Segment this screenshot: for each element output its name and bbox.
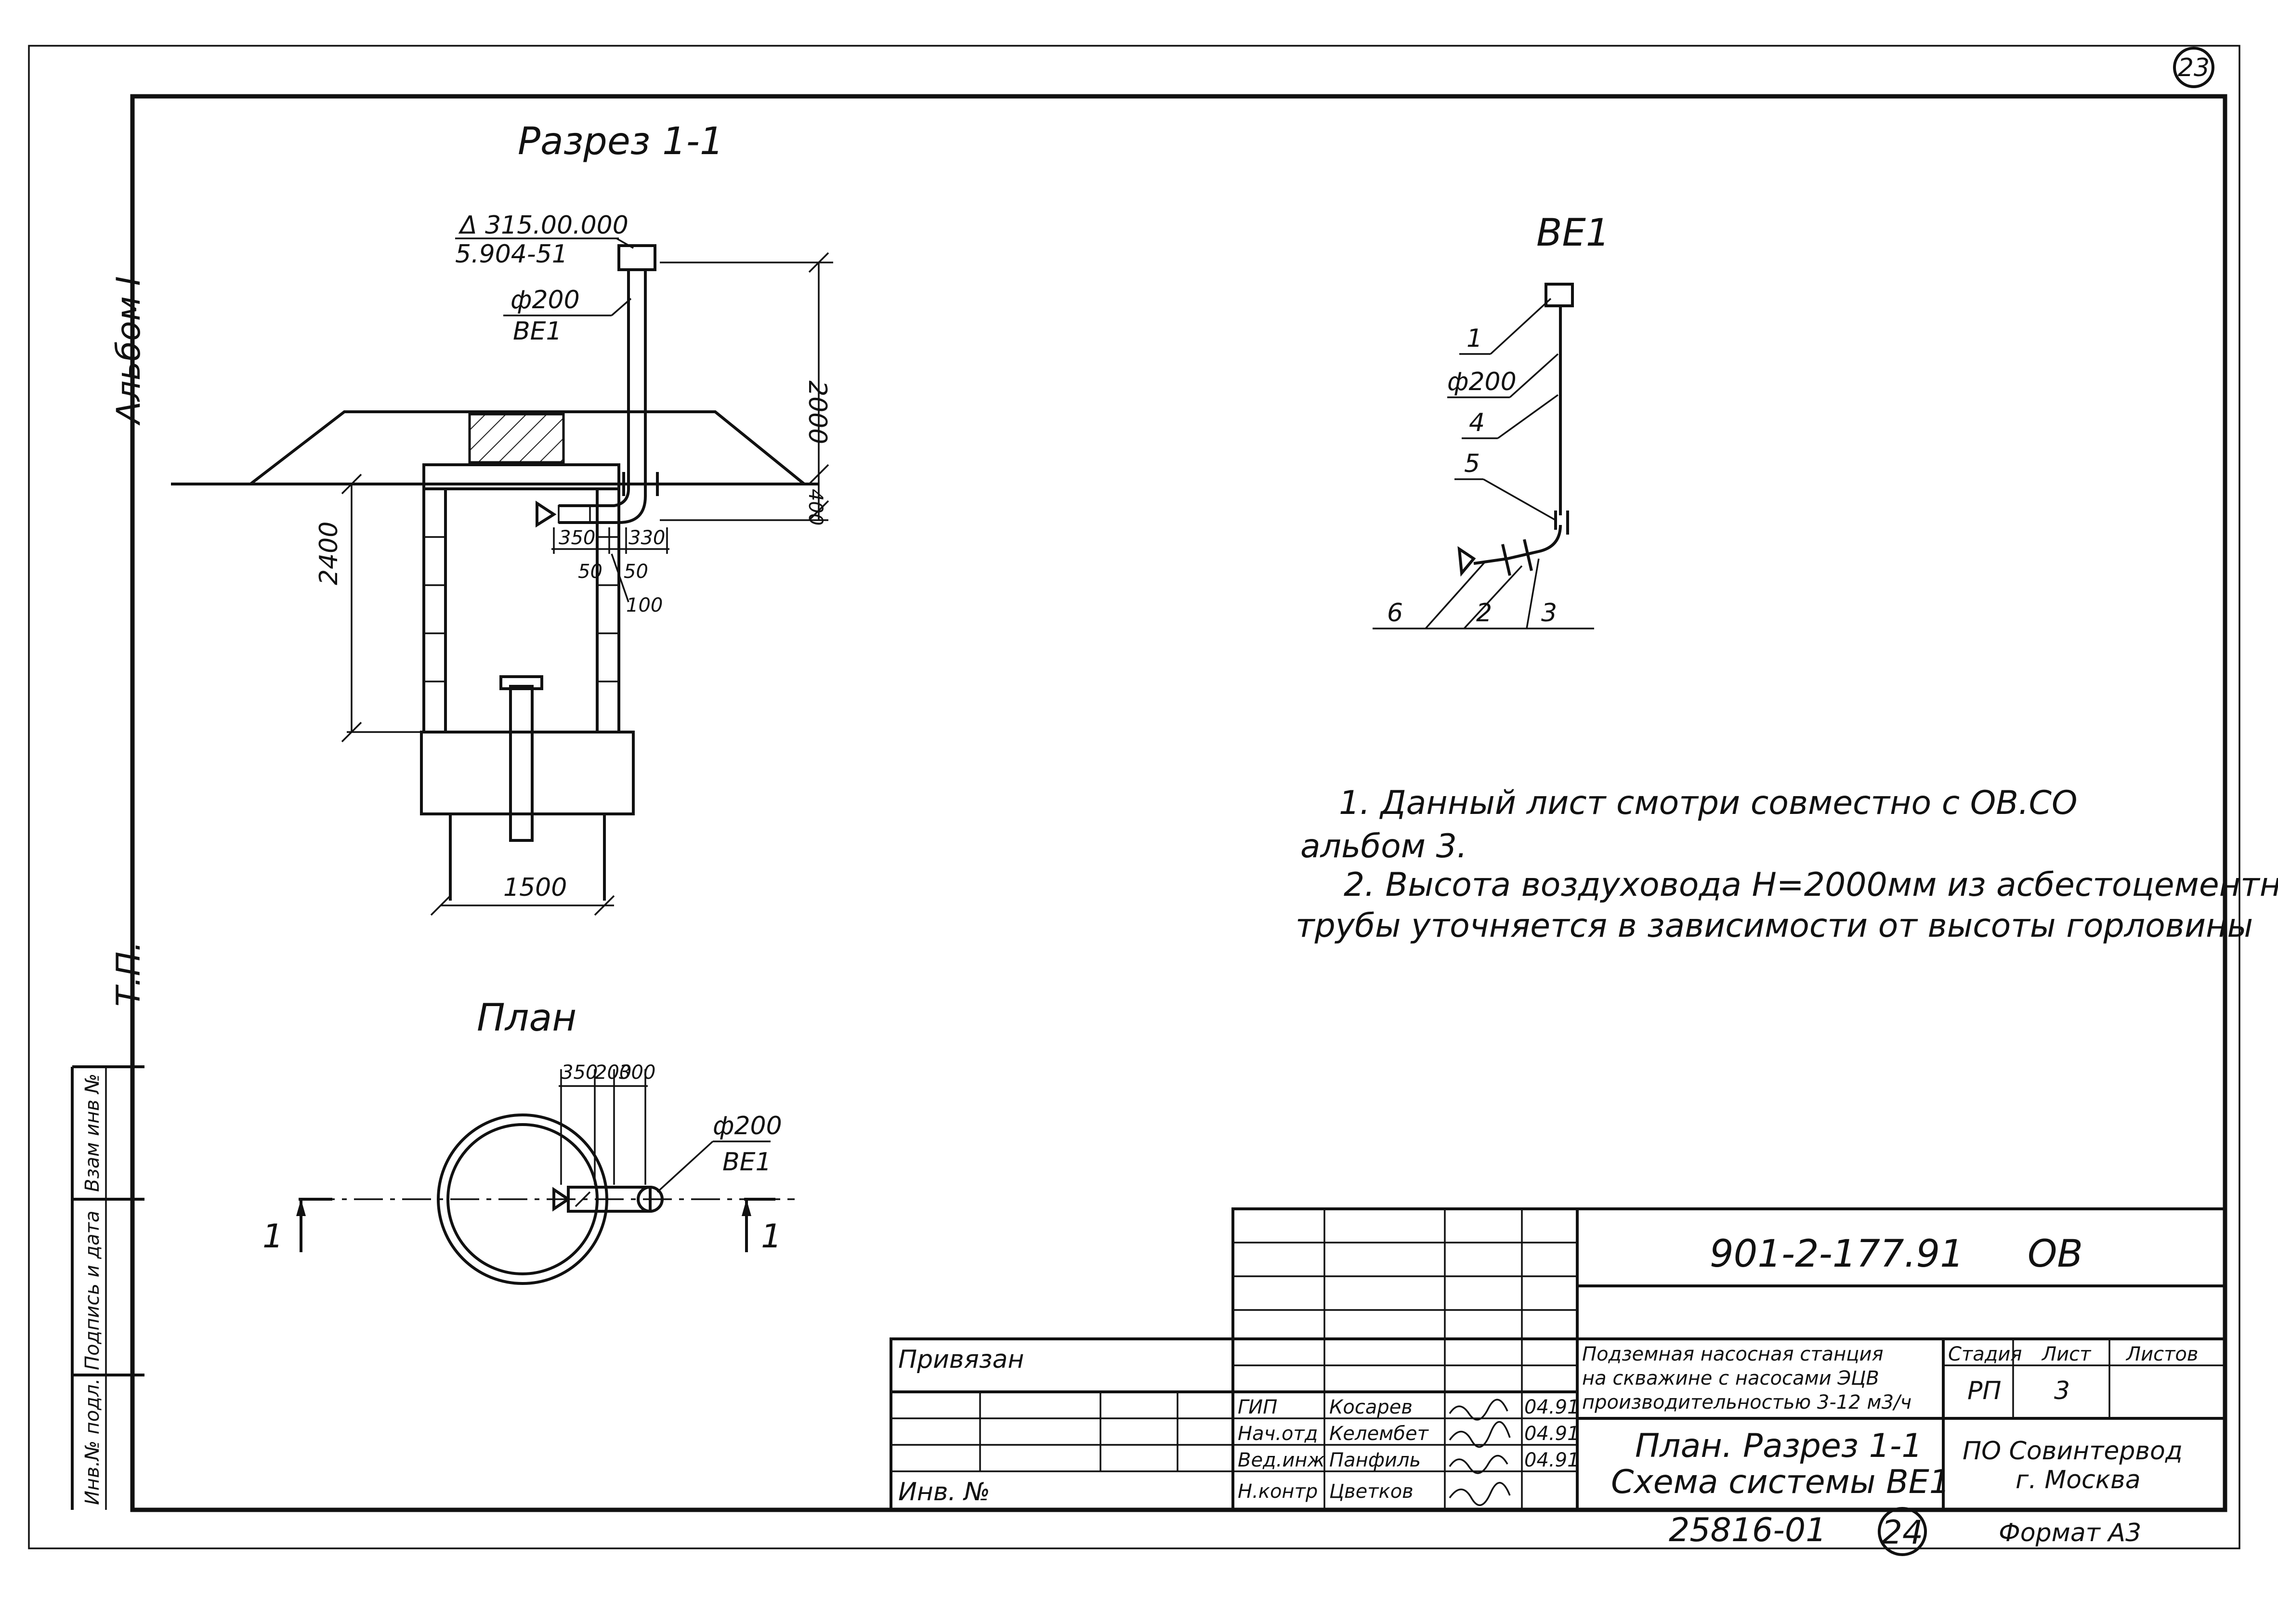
shaft-wall-left (422, 487, 447, 733)
org-line-1: ПО Совинтервод (1963, 1437, 2183, 1466)
inv-no-label: Инв. № (898, 1478, 990, 1506)
plan-riser (637, 1186, 664, 1213)
scheme-callout-3: 3 (1541, 599, 1557, 628)
notes: 1. Данный лист смотри совместно с ОВ.СО … (1296, 784, 2278, 945)
note-line-1: 1. Данный лист смотри совместно с ОВ.СО (1339, 784, 2078, 822)
side-label-vzam-inv: Взам инв № (81, 1074, 104, 1192)
well-casing (509, 685, 534, 842)
scheme-callout-4: 4 (1469, 408, 1485, 437)
vent-cap (617, 244, 656, 271)
plan-dim-350: 350 (561, 1061, 598, 1084)
project-line-2: на скважине с насосами ЭЦВ (1582, 1367, 1879, 1389)
dim-2400: 2400 (314, 522, 343, 585)
scheme-callout-1: 1 (1466, 324, 1482, 353)
elevation-doc: 5.904-51 (455, 240, 568, 269)
side-label-podpis-data: Подпись и дата (81, 1211, 104, 1370)
role-nach-otd: Нач.отд (1238, 1423, 1318, 1445)
bottom-code: 25816-01 (1669, 1511, 1826, 1549)
section-pipe-diam: ф200 (511, 286, 580, 314)
scheme-cap (1545, 283, 1574, 307)
bottom-stamps: 25816-01 24 Формат А3 (1669, 1507, 2141, 1556)
section-title: Разрез 1-1 (518, 120, 723, 163)
date-gip: 04.91 (1524, 1396, 1580, 1418)
plan-pipe-diam: ф200 (713, 1112, 782, 1140)
plan-cut-right: 1 (761, 1218, 782, 1256)
role-gip: ГИП (1238, 1396, 1277, 1418)
shaft-wall-right (596, 487, 620, 733)
title-block: Привязан Инв. № ГИП Косарев 04.91 Нач.от… (890, 1207, 2226, 1511)
drawing-title-2: Схема системы ВЕ1 (1611, 1463, 1950, 1501)
scheme-title: ВЕ1 (1536, 211, 1610, 255)
signature-gip (1449, 1399, 1508, 1421)
dim-section-100: 100 (626, 594, 663, 616)
section-pipe-system: ВЕ1 (513, 317, 562, 346)
svg-text:23: 23 (2178, 53, 2210, 82)
sheet-header: Лист (2041, 1343, 2092, 1365)
pump-chamber (420, 731, 635, 815)
drawing-title-1: План. Разрез 1-1 (1635, 1427, 1923, 1465)
doc-mark: ОВ (2028, 1232, 2083, 1276)
project-line-3: производительностью 3-12 м3/ч (1582, 1391, 1911, 1414)
role-ved-inzh: Вед.инж (1238, 1449, 1325, 1471)
dim-section-330: 330 (628, 527, 665, 549)
scheme-callout-2: 2 (1476, 599, 1492, 628)
side-label-album: Альбом I (110, 276, 148, 426)
doc-code: 901-2-177.91 (1710, 1232, 1964, 1276)
plan-dim-300: 300 (619, 1061, 655, 1084)
air-valve-symbol (536, 500, 557, 528)
scheme-callout-6: 6 (1387, 599, 1403, 628)
date-nach-otd: 04.91 (1524, 1423, 1580, 1445)
axonometric-scheme: ВЕ1 1 ф200 4 5 6 2 3 (1373, 211, 1610, 629)
sheets-header: Листов (2125, 1343, 2198, 1365)
section-view: Разрез 1-1 (171, 120, 833, 916)
signature-nach-otd (1449, 1421, 1511, 1448)
side-label-inv-podl: Инв.№ подл. (81, 1378, 104, 1505)
plan-cut-left: 1 (262, 1218, 283, 1256)
stage-header: Стадия (1948, 1343, 2022, 1365)
dim-section-50a: 50 (578, 561, 602, 583)
signature-ved-inzh (1449, 1454, 1508, 1474)
plan-dim-200: 200 (595, 1061, 631, 1084)
dim-2000: 2000 (803, 380, 832, 444)
hatch-block (468, 413, 565, 464)
plan-title: План (477, 996, 576, 1040)
bottom-number: 24 (1882, 1514, 1924, 1552)
org-line-2: г. Москва (2016, 1466, 2141, 1494)
scheme-valve-symbol (1457, 546, 1476, 577)
note-line-2: альбом 3. (1300, 827, 1467, 865)
name-nach-otd: Келембет (1329, 1423, 1429, 1445)
dim-section-50b: 50 (624, 561, 648, 583)
scheme-callout-5: 5 (1464, 449, 1480, 478)
dim-section-350: 350 (559, 527, 595, 549)
note-line-4: трубы уточняется в зависимости от высоты… (1296, 907, 2253, 945)
role-n-kontr: Н.контр (1238, 1480, 1318, 1503)
sheet-value: 3 (2054, 1376, 2070, 1405)
ground-mound (249, 410, 805, 485)
name-ved-inzh: Панфиль (1329, 1449, 1421, 1471)
privyazan-label: Привязан (898, 1345, 1024, 1374)
stage-value: РП (1967, 1376, 2001, 1405)
name-gip: Косарев (1329, 1396, 1413, 1418)
corner-sheet-number: 23 (2173, 47, 2214, 88)
note-line-3: 2. Высота воздуховода Н=2000мм из асбест… (1344, 866, 2278, 904)
scheme-callout-diam: ф200 (1447, 367, 1517, 396)
plan-pipe-system: ВЕ1 (722, 1148, 772, 1177)
dim-1500: 1500 (503, 873, 567, 902)
plan-view: План 350 200 300 ф200 ВЕ1 1 1 (262, 996, 795, 1285)
side-label-tp: Т.П. (110, 941, 148, 1007)
signature-n-kontr (1449, 1482, 1511, 1506)
elevation-mark: Δ 315.00.000 (458, 211, 628, 240)
name-n-kontr: Цветков (1329, 1480, 1414, 1503)
project-line-1: Подземная насосная станция (1582, 1343, 1884, 1365)
format-label: Формат А3 (1999, 1519, 2141, 1547)
date-ved-inzh: 04.91 (1524, 1449, 1580, 1471)
